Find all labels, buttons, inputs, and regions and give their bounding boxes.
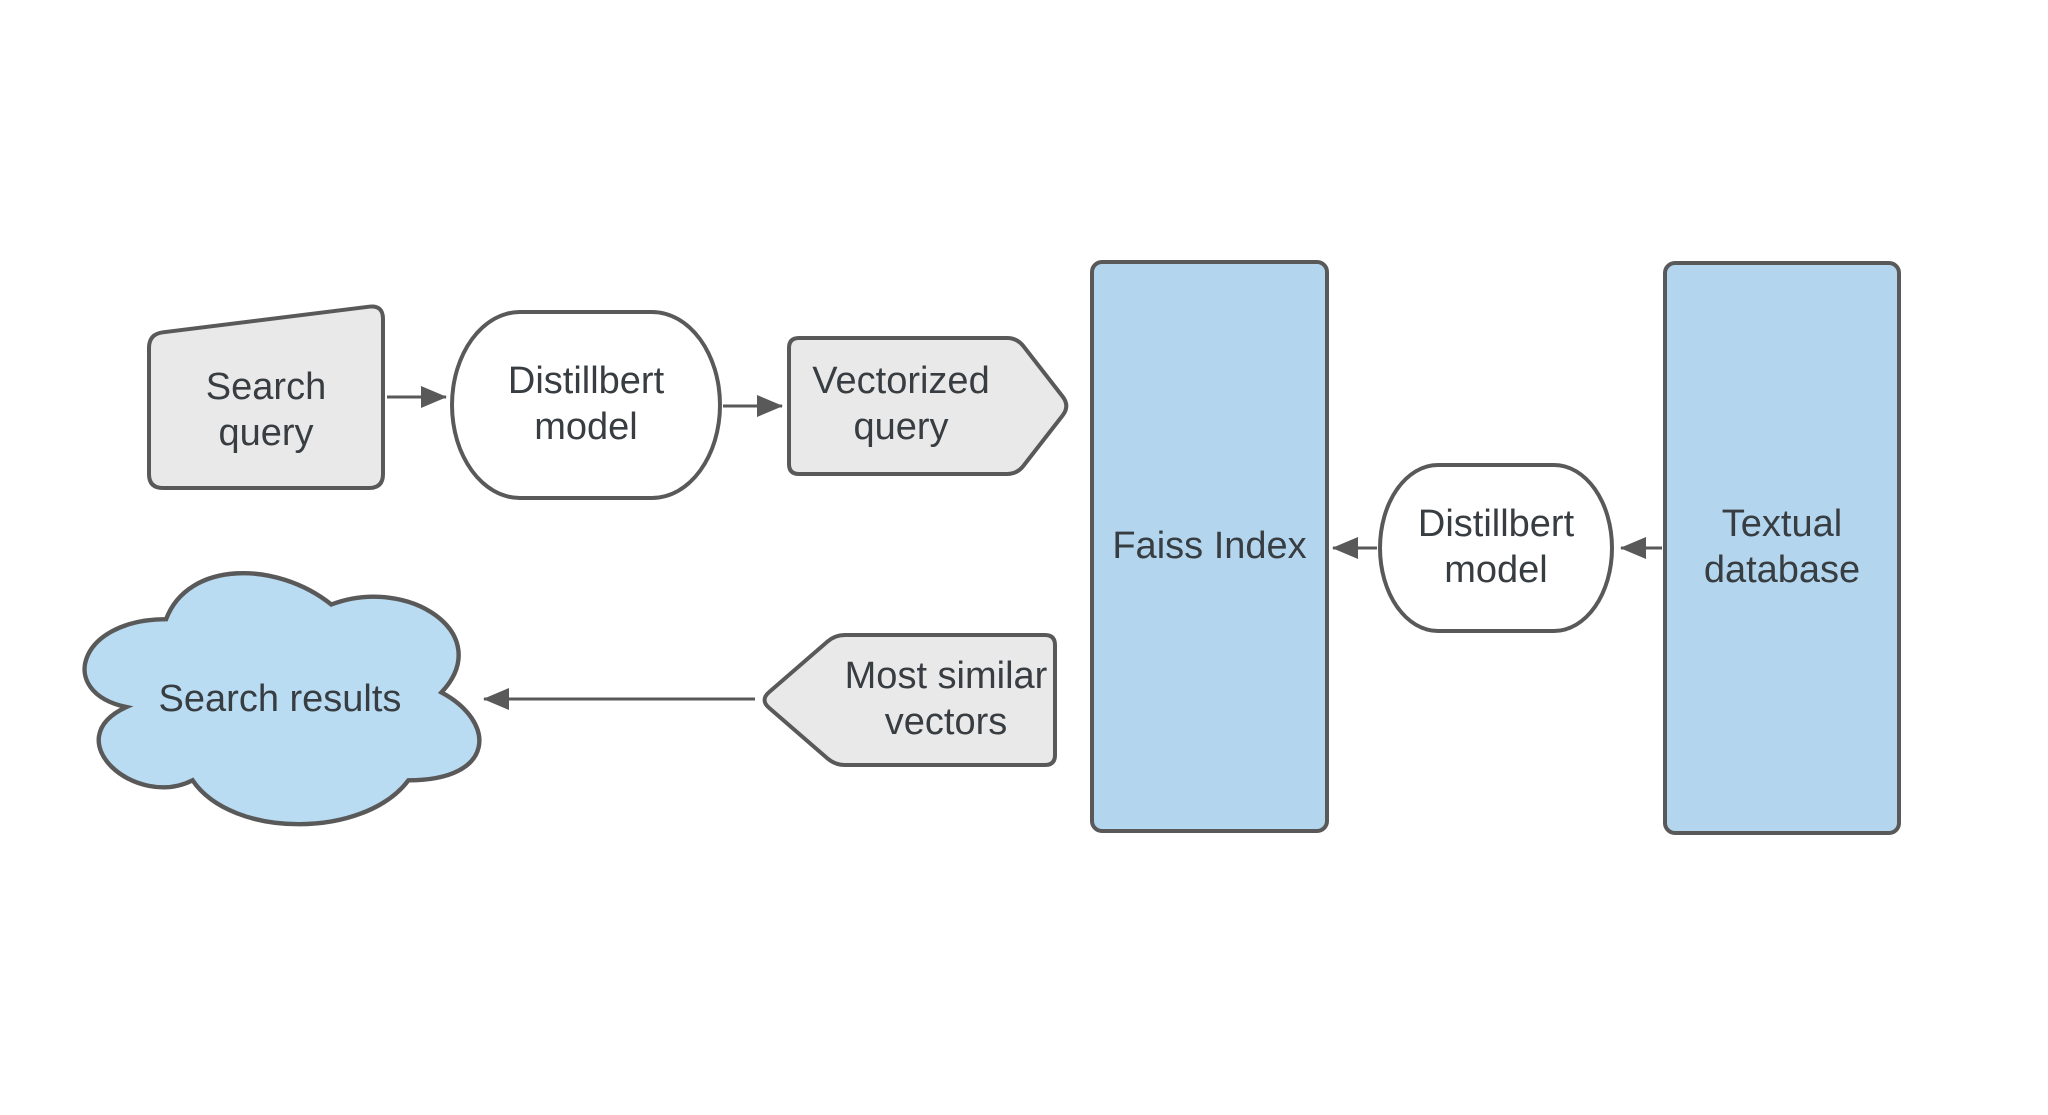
node-distillbert-model-2: [1378, 463, 1614, 633]
vectorized-query-pentagon-shape: [787, 336, 1069, 476]
node-distillbert-model-1: [450, 310, 722, 500]
search-results-cloud-shape: [82, 570, 482, 827]
most-similar-vectors-pentagon-shape: [762, 633, 1057, 767]
search-query-trapezoid-shape: [147, 304, 385, 490]
most-similar-vectors-pentagon-outline: [762, 633, 1057, 767]
node-textual-database: [1663, 261, 1901, 835]
node-faiss-index: [1090, 260, 1329, 833]
node-vectorized-query: [785, 334, 1075, 478]
vectorized-query-pentagon-outline: [787, 336, 1069, 476]
node-search-query: [145, 301, 387, 492]
node-most-similar-vectors: [756, 631, 1059, 769]
search-query-trapezoid-outline: [147, 304, 385, 490]
node-search-results: [78, 565, 482, 833]
search-results-cloud-outline: [82, 570, 482, 827]
